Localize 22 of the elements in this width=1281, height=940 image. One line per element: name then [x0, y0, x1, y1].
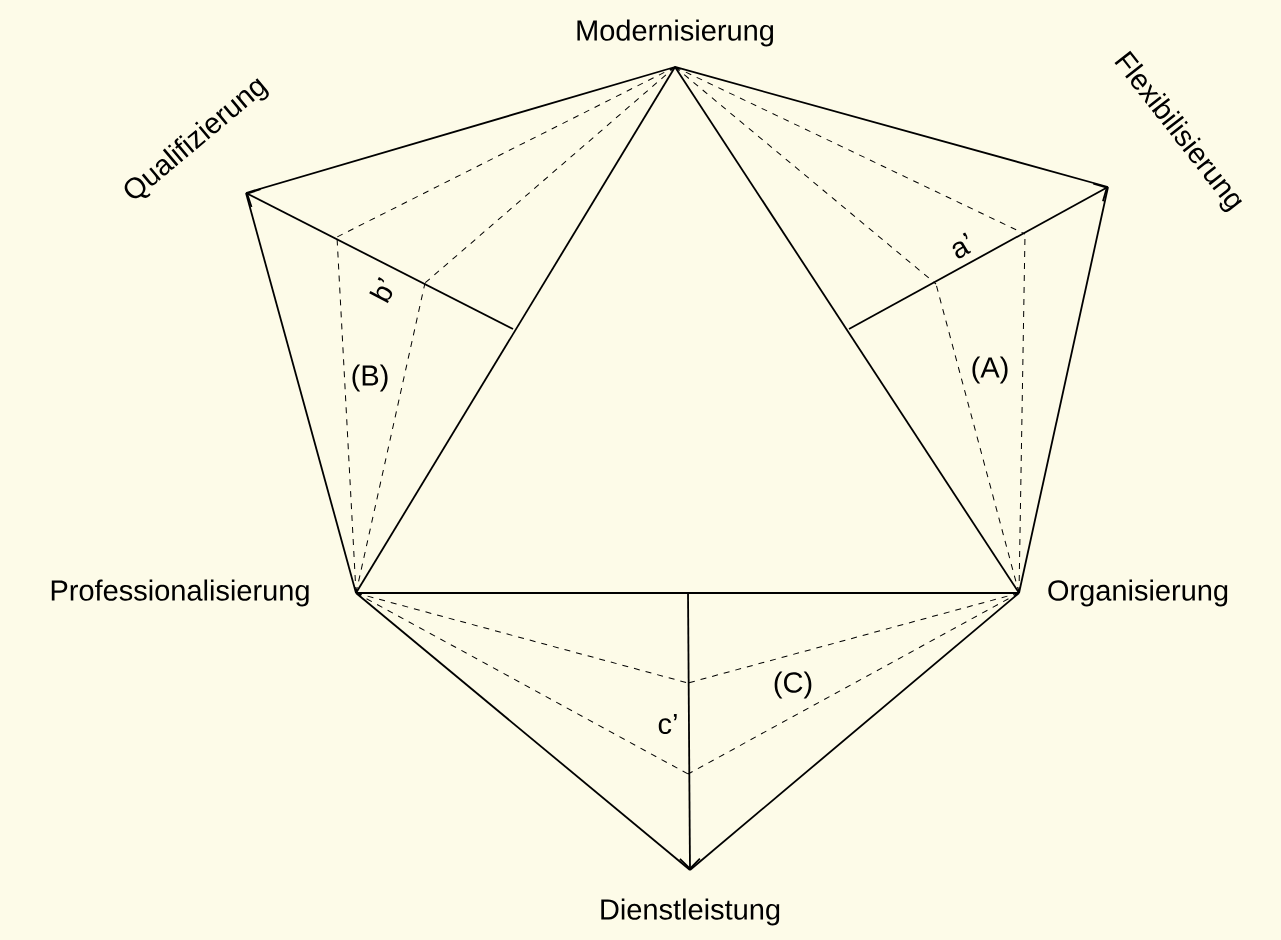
- vertex-label: Professionalisierung: [51, 579, 309, 607]
- line: [355, 66, 676, 594]
- vertex-label: Dienstleistung: [601, 898, 780, 926]
- region-label: (A): [972, 356, 1008, 384]
- region-label: (C): [774, 671, 812, 699]
- vertex-label: Organisierung: [1048, 579, 1228, 607]
- line: [689, 592, 1020, 871]
- line: [245, 66, 676, 194]
- line: [355, 592, 1020, 594]
- vertex-label: Modernisierung: [577, 19, 774, 47]
- line: [674, 66, 1020, 594]
- arrow: [246, 188, 514, 330]
- line: [674, 66, 1109, 188]
- region-label: (B): [352, 364, 388, 392]
- arrow: [679, 591, 701, 870]
- edge-label: c’: [658, 713, 677, 735]
- line: [245, 192, 357, 594]
- edge-label: b’: [369, 277, 393, 304]
- line: [1018, 186, 1109, 594]
- line: [355, 592, 691, 871]
- edge-label: a’: [952, 232, 972, 259]
- arrow: [848, 182, 1108, 330]
